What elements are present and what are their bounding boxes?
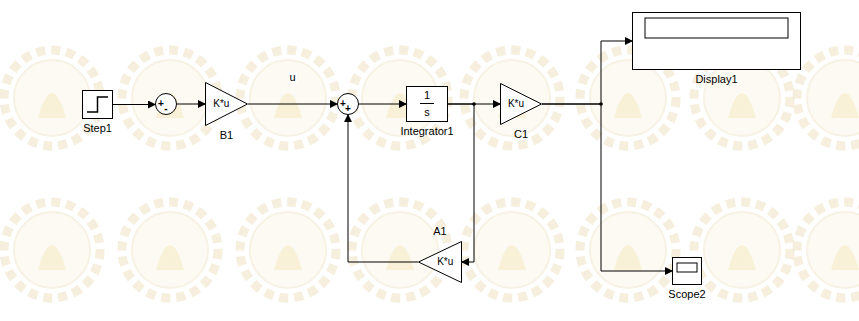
transfer-numerator: 1	[420, 90, 434, 104]
emblem-watermark	[4, 202, 100, 298]
gain-expression: K*u	[213, 99, 229, 109]
emblem-watermark	[464, 202, 560, 298]
emblem-watermark	[464, 50, 560, 146]
display-block: Display1	[632, 12, 801, 70]
signal-line	[177, 104, 205, 105]
emblem-watermark	[240, 50, 336, 146]
sum-sign: +	[158, 99, 164, 109]
sum-sign: +	[345, 104, 351, 114]
emblem-watermark	[122, 202, 218, 298]
block-name: C1	[514, 129, 528, 140]
scope-block: Scope2	[672, 257, 702, 285]
signal-line	[542, 104, 672, 271]
sum-sign: -	[164, 104, 167, 114]
gain-expression: K*u	[508, 99, 524, 109]
block-name: Scope2	[668, 289, 705, 300]
block-name: Integrator1	[400, 126, 453, 137]
sum-sign: +	[340, 99, 346, 109]
step-block: Step1	[82, 90, 113, 119]
sum-junction: ++	[337, 93, 359, 115]
scope-outline	[672, 257, 702, 285]
emblem-watermark	[240, 202, 336, 298]
signal-name: u	[288, 72, 296, 83]
step-outline	[82, 90, 113, 119]
block-name: B1	[220, 130, 233, 141]
signal-line	[113, 104, 155, 105]
signal-line	[248, 104, 337, 105]
signal-line	[542, 41, 632, 104]
emblem-watermark	[122, 50, 218, 146]
gain-block: K*uA1	[418, 241, 462, 283]
sum-junction: +-	[155, 93, 177, 115]
gain-block: K*uB1	[205, 82, 248, 126]
block-name: A1	[433, 226, 446, 237]
gain-block: K*uC1	[500, 83, 542, 125]
branch-point	[599, 102, 603, 106]
signal-line	[359, 104, 406, 105]
emblem-watermark	[580, 202, 676, 298]
emblem-watermark	[694, 202, 790, 298]
transfer-denominator: s	[424, 107, 430, 118]
block-name: Display1	[695, 74, 737, 85]
emblem-watermark	[352, 202, 448, 298]
gain-expression: K*u	[437, 257, 453, 267]
display-outline	[632, 12, 801, 70]
emblem-watermark	[797, 50, 859, 146]
emblem-watermark	[797, 202, 859, 298]
integrator-block: 1sIntegrator1	[406, 86, 448, 122]
branch-point	[472, 102, 476, 106]
signal-line	[348, 115, 418, 262]
block-name: Step1	[83, 123, 112, 134]
